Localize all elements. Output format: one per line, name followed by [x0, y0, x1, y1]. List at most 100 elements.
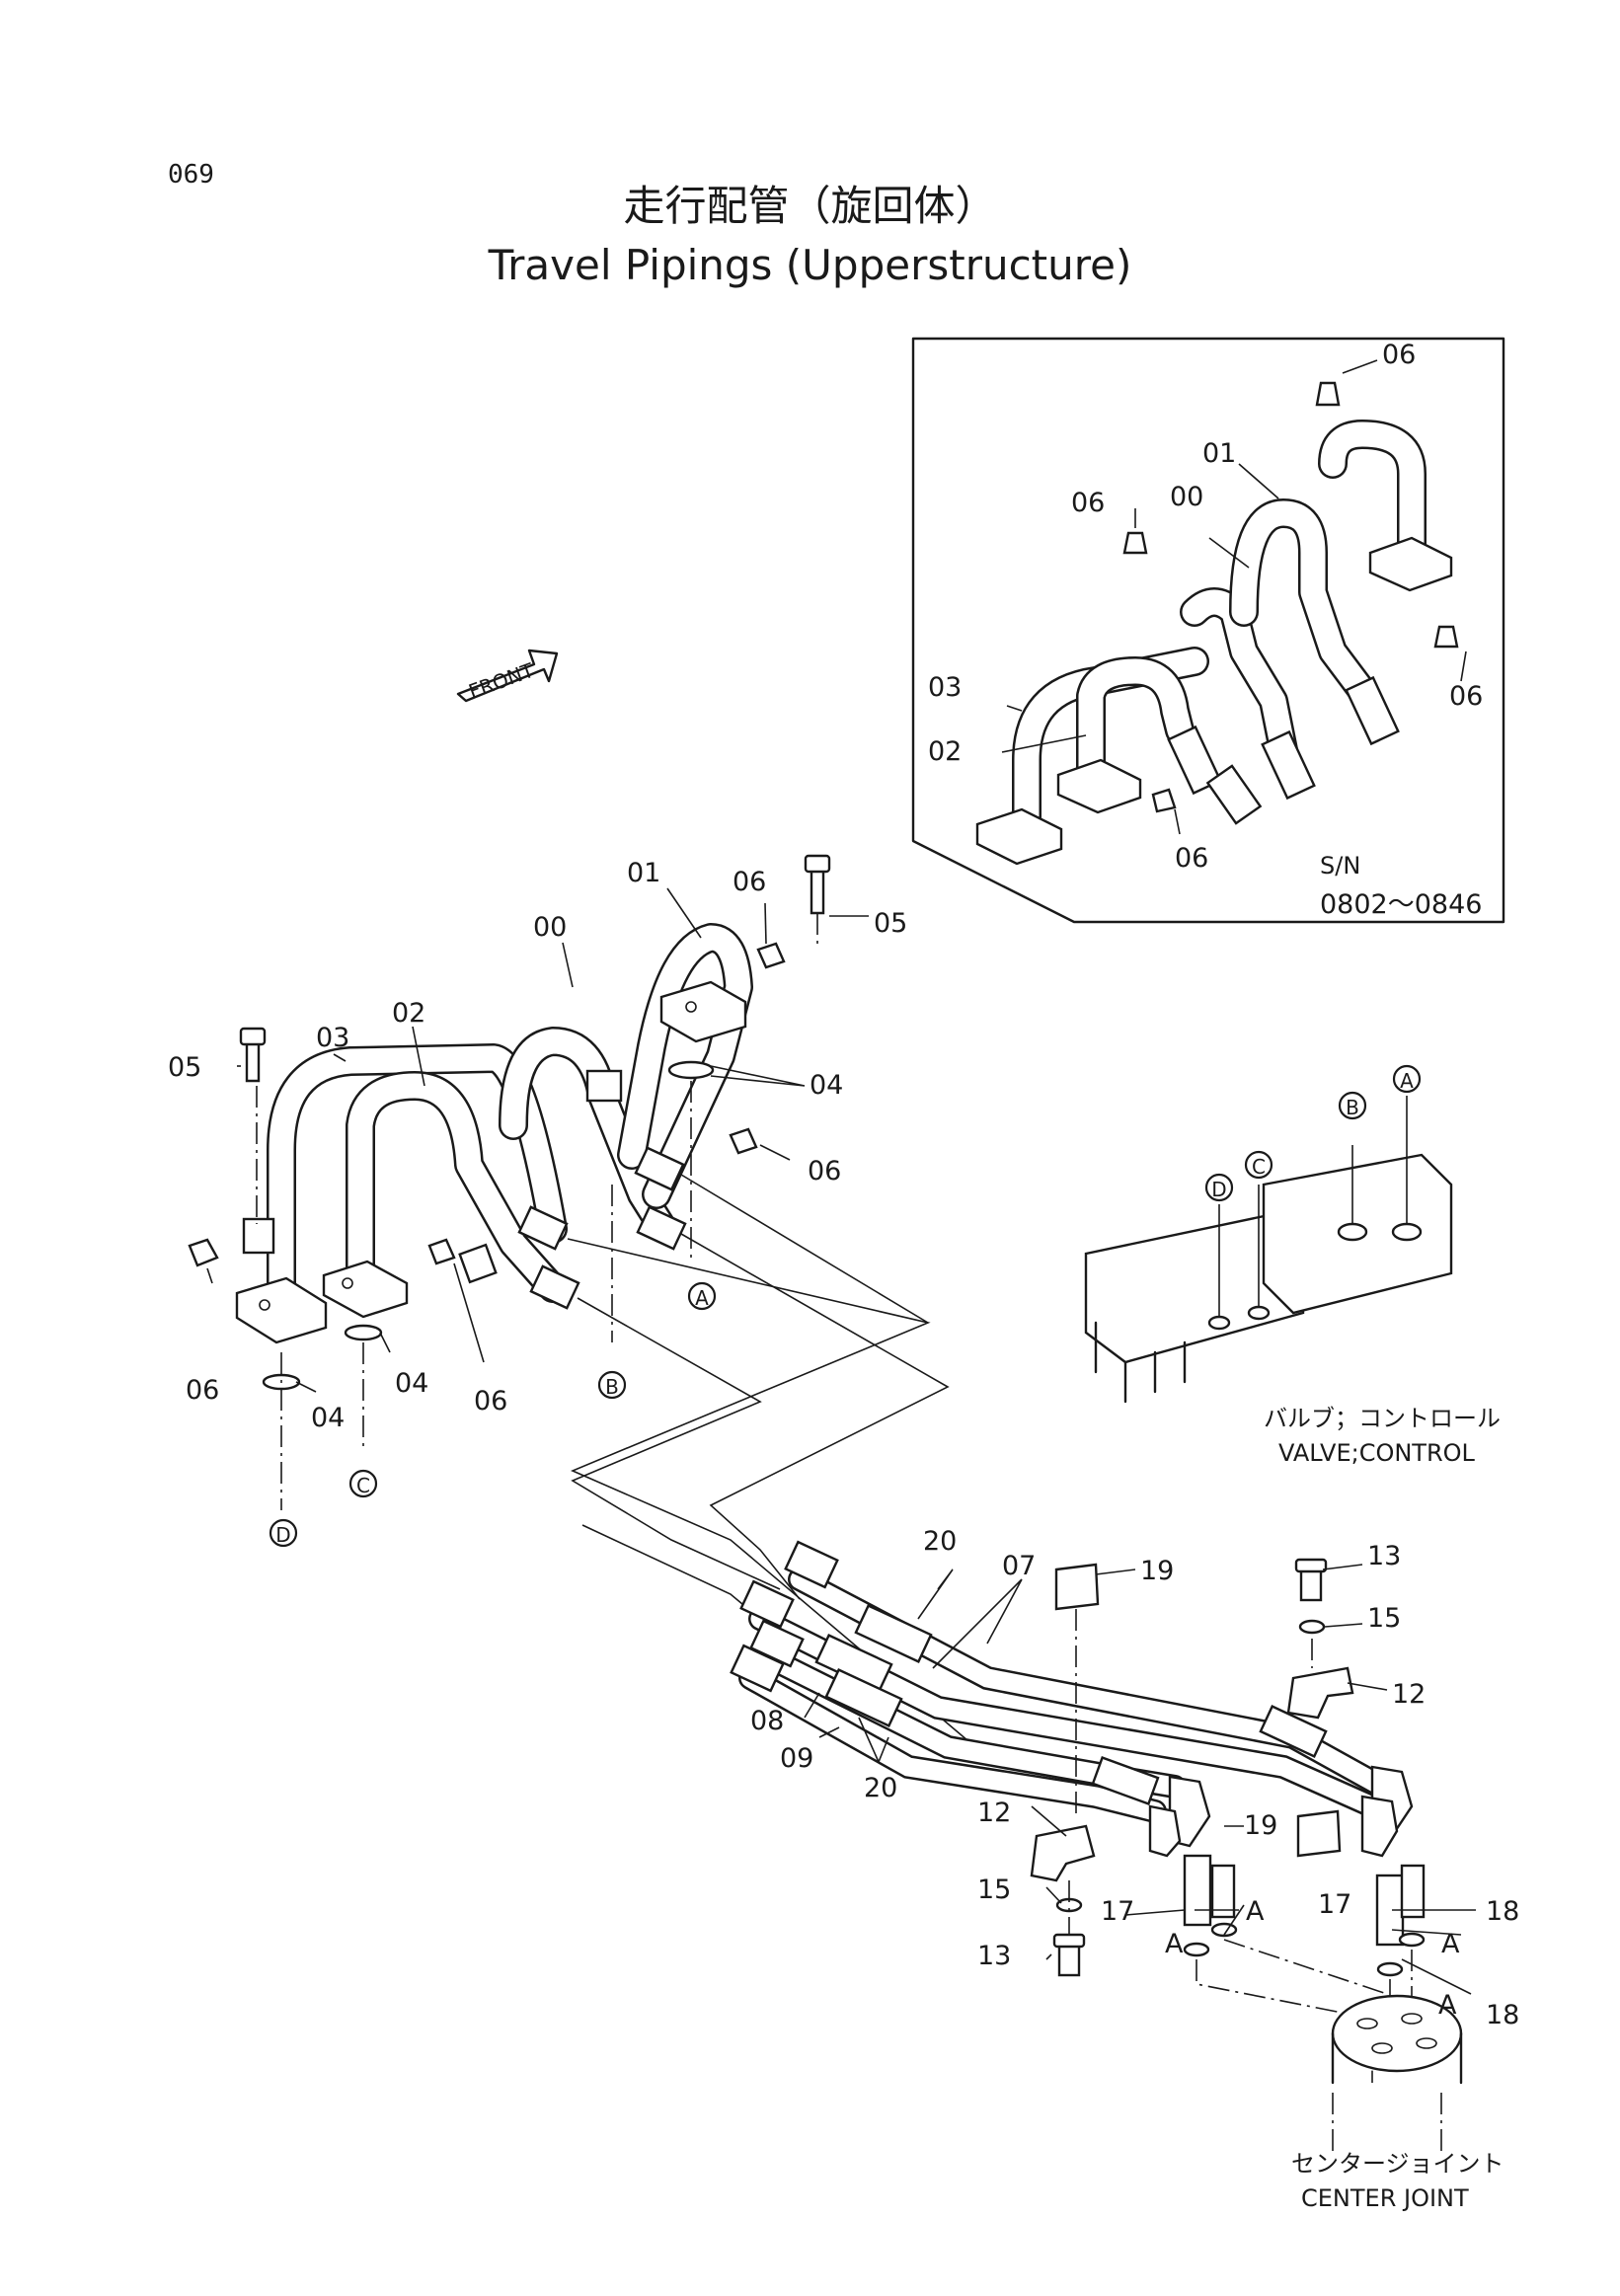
- inset-nipple-4: [1205, 764, 1263, 825]
- inset-callout-06-top: 06: [1382, 340, 1416, 370]
- inset-sn-label: S/N: [1320, 852, 1360, 880]
- nipple-01: [634, 1146, 685, 1191]
- inset-callout-06-bottom: 06: [1175, 843, 1208, 874]
- oring-a-label-1: A: [1246, 1896, 1265, 1927]
- callout-06-left: 06: [186, 1375, 219, 1406]
- joint-label-en: CENTER JOINT: [1301, 2184, 1469, 2212]
- callout-04-top: 04: [810, 1070, 843, 1101]
- inset-flange-3: [1368, 536, 1453, 592]
- adapter-18-2: [1400, 1864, 1426, 1919]
- callout-12-top: 12: [1392, 1679, 1426, 1710]
- flange-02: [322, 1260, 409, 1319]
- callout-05-top: 05: [874, 908, 907, 939]
- elbow-fitting-left-2: [1148, 1804, 1182, 1858]
- centerlines: [256, 913, 818, 1510]
- valve-port-c-circle: [1244, 1150, 1273, 1180]
- inset-plug-3: [1433, 625, 1459, 649]
- oring-a-label-3: A: [1441, 1929, 1460, 1959]
- inset-callout-06-right: 06: [1449, 681, 1483, 712]
- inset-callout-03: 03: [928, 672, 962, 703]
- port-a-circle: [687, 1281, 717, 1311]
- center-joint: [1331, 1994, 1463, 2152]
- bolt-05-top: [810, 867, 825, 915]
- valve-port-c-letter: C: [1252, 1155, 1266, 1179]
- callout-08: 08: [750, 1706, 784, 1736]
- port-b-letter: B: [605, 1375, 619, 1399]
- plug-06-top: [756, 942, 786, 969]
- flange-03: [235, 1276, 328, 1344]
- callout-13-bottom: 13: [977, 1941, 1011, 1971]
- leader-lines: [206, 887, 1476, 1995]
- callout-05-left: 05: [168, 1052, 201, 1083]
- nipple-02: [529, 1264, 580, 1310]
- plug-06-mid: [427, 1238, 456, 1265]
- inset-flange-1: [975, 807, 1063, 866]
- callout-12-bottom: 12: [977, 1798, 1011, 1828]
- control-valve: [1084, 1096, 1453, 1404]
- callout-09: 09: [780, 1743, 813, 1774]
- callout-07: 07: [1002, 1551, 1036, 1581]
- inset-sn-range: 0802～0846: [1320, 889, 1482, 920]
- hose-nut-4: [730, 1644, 785, 1693]
- plate-19-bottom: [1296, 1809, 1342, 1858]
- port-b-circle: [597, 1370, 627, 1400]
- port-c-letter: C: [356, 1474, 370, 1497]
- hose-nut-1: [784, 1540, 839, 1589]
- hose-assembly: [730, 1540, 1426, 2083]
- valve-port-a-circle: [1392, 1064, 1422, 1094]
- joint-label-jp: センタージョイント: [1291, 2150, 1504, 2178]
- spring-guard-20-3: [824, 1668, 903, 1727]
- port-a-letter: A: [695, 1286, 709, 1310]
- port-markers: A B C D A B C D A A A A: [269, 1064, 1460, 2021]
- inset-nipple-1: [1167, 725, 1222, 796]
- plug-06-right: [729, 1127, 758, 1155]
- oring-a-label-4: A: [1438, 1990, 1457, 2021]
- callout-20-bottom: 20: [864, 1773, 897, 1803]
- callout-15-bottom: 15: [977, 1875, 1011, 1905]
- callout-17-left: 17: [1101, 1896, 1134, 1927]
- callout-19-top: 19: [1140, 1556, 1174, 1586]
- nipple-00: [636, 1205, 687, 1251]
- valve-port-d-circle: [1204, 1173, 1234, 1202]
- title-japanese: 走行配管（旋回体）: [623, 182, 997, 230]
- callout-19-bottom: 19: [1244, 1810, 1277, 1841]
- flange-01: [659, 980, 747, 1043]
- callout-06-right: 06: [808, 1156, 841, 1186]
- oring-a-3: [1376, 1961, 1404, 1977]
- callout-00: 00: [533, 912, 567, 943]
- inset-flange-2: [1056, 758, 1142, 814]
- callout-04-left: 04: [311, 1403, 345, 1433]
- oring-a-4: [1398, 1932, 1426, 1948]
- valve-port-a-letter: A: [1400, 1069, 1414, 1093]
- front-arrow-label: FRONT: [466, 658, 538, 704]
- bolt-05-left: [245, 1039, 261, 1083]
- boss-03: [242, 1217, 275, 1255]
- inset-callout-02: 02: [928, 736, 962, 767]
- callout-20-top: 20: [923, 1526, 957, 1557]
- plate-19-top: [1054, 1563, 1100, 1611]
- callout-01: 01: [627, 858, 660, 888]
- adapter-17-1: [1183, 1854, 1212, 1927]
- port-d-letter: D: [275, 1523, 290, 1547]
- inset-plug-1: [1315, 381, 1341, 407]
- page-number: 069: [168, 160, 214, 190]
- oring-04-top: [667, 1060, 715, 1080]
- oring-a-label-2: A: [1165, 1929, 1184, 1959]
- elbow-fitting-right-2: [1360, 1795, 1399, 1858]
- plug-06-left: [188, 1238, 219, 1267]
- title-english: Travel Pipings (Upperstructure): [488, 241, 1132, 289]
- clamp-12-top: [1286, 1666, 1354, 1720]
- callout-03: 03: [316, 1023, 349, 1053]
- callout-17-right: 17: [1318, 1889, 1351, 1920]
- nipple-03: [517, 1205, 569, 1251]
- inset-nipple-2: [1261, 729, 1316, 801]
- callout-18-top: 18: [1486, 1896, 1519, 1927]
- inset-callout-01: 01: [1202, 438, 1236, 469]
- adapter-17-2: [1210, 1864, 1236, 1919]
- port-c-circle: [348, 1469, 378, 1498]
- callouts: 01 06 05 00 02 03 05 04 06 06 04 06 04 2…: [168, 858, 1519, 2030]
- boss-02: [458, 1243, 498, 1284]
- callout-13-top: 13: [1367, 1541, 1401, 1571]
